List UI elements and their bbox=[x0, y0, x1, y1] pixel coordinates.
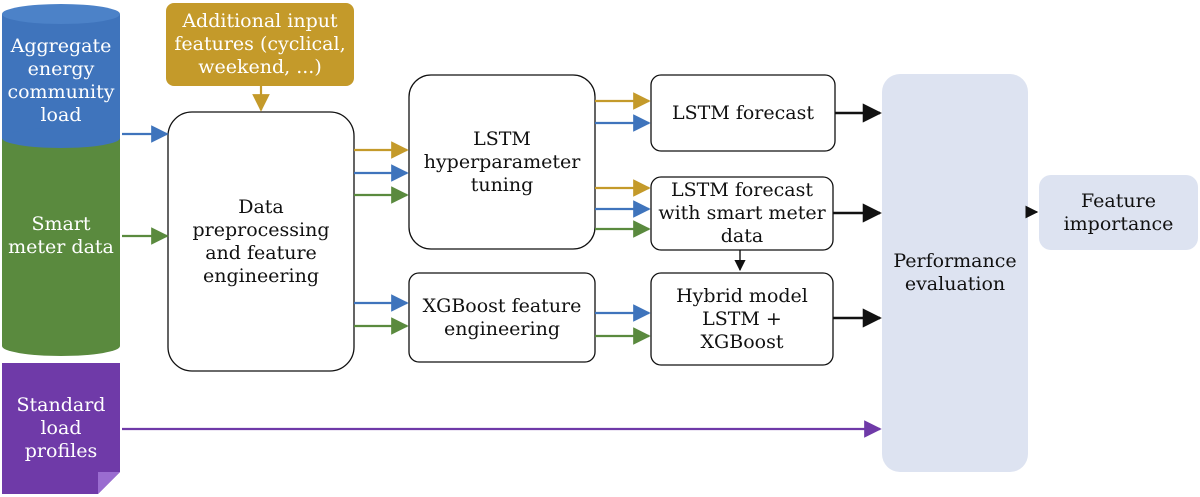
label-line: data bbox=[720, 225, 764, 247]
xgb-fe-box bbox=[408, 272, 596, 363]
label-line: Aggregate bbox=[10, 35, 112, 57]
label-line: features (cyclical, bbox=[174, 33, 346, 55]
label-line: hyperparameter bbox=[423, 150, 581, 173]
label-line: load bbox=[40, 416, 82, 439]
label-line: preprocessing bbox=[192, 218, 330, 241]
label-line: XGBoost bbox=[700, 330, 784, 353]
label-line: Hybrid model bbox=[676, 284, 808, 307]
additional-features-box bbox=[166, 3, 354, 86]
edges bbox=[122, 86, 1039, 438]
label-line: engineering bbox=[443, 317, 560, 340]
standard-profiles-shape bbox=[2, 363, 120, 494]
label-line: load bbox=[40, 104, 82, 126]
label-line: evaluation bbox=[904, 273, 1006, 295]
label-line: LSTM bbox=[473, 127, 531, 150]
lstm-forecast-label-text: LSTM forecast bbox=[672, 102, 814, 125]
label-line: Additional input bbox=[182, 10, 338, 32]
label-line: Smart bbox=[31, 213, 91, 235]
label-line: profiles bbox=[24, 439, 98, 462]
lstm-forecast-label: LSTM forecast bbox=[651, 75, 835, 151]
label-line: meter data bbox=[8, 236, 114, 258]
label-line: and feature bbox=[205, 241, 317, 264]
smart-meter-cylinder bbox=[2, 138, 120, 356]
label-line: weekend, ...) bbox=[198, 56, 322, 78]
label-line: community bbox=[7, 81, 115, 103]
label-line: LSTM forecast bbox=[671, 179, 813, 201]
lstm-tuning-box bbox=[408, 74, 596, 250]
performance-box bbox=[882, 74, 1028, 472]
label-line: energy bbox=[27, 58, 95, 80]
label-line: Data bbox=[238, 195, 284, 218]
label-line: LSTM forecast bbox=[672, 101, 814, 124]
aggregate-load-cylinder bbox=[2, 4, 120, 148]
label-line: importance bbox=[1063, 212, 1174, 235]
label-line: Feature bbox=[1081, 189, 1156, 212]
label-line: with smart meter bbox=[658, 202, 826, 224]
label-line: LSTM + bbox=[702, 307, 782, 330]
label-line: Standard bbox=[16, 393, 106, 416]
label-line: engineering bbox=[202, 264, 319, 287]
feature-importance-box bbox=[1039, 175, 1198, 250]
label-line: Performance bbox=[893, 250, 1017, 272]
label-line: tuning bbox=[470, 173, 534, 196]
label-line: XGBoost feature bbox=[422, 294, 582, 317]
